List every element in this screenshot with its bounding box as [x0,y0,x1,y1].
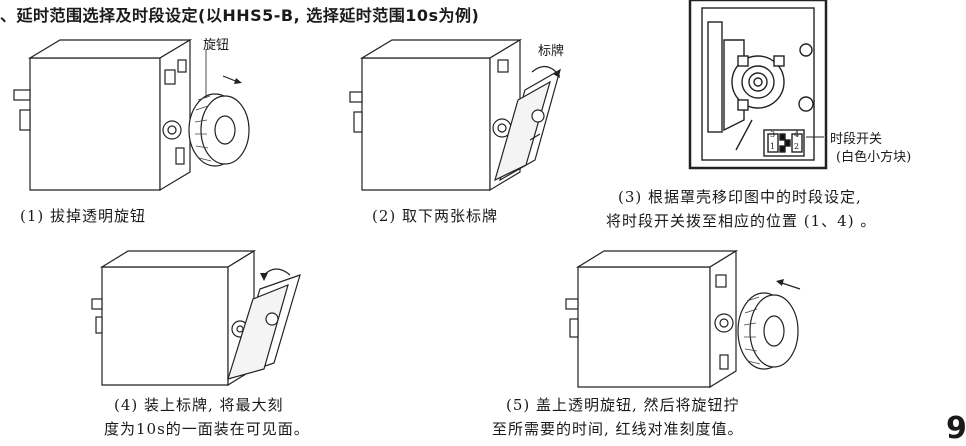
switch-digit-2: 2 [794,142,800,151]
page-number: 9 [946,411,966,446]
switch-digit-4: 4 [794,130,800,139]
switch-digit-1: 1 [770,142,776,151]
time-switch-label: 时段开关 [830,132,883,147]
step2-caption: (2) 取下两张标牌 [372,207,499,225]
step5-caption-line1: (5) 盖上透明旋钮, 然后将旋钮拧 [506,396,740,414]
step5-caption-line2: 至所需要的时间, 红线对准刻度值。 [492,420,744,438]
step3-caption-line2: 将时段开关拨至相应的位置 (1、4) 。 [606,212,877,230]
step1-caption: (1) 拔掉透明旋钮 [20,207,147,225]
figure-step1-relay-remove-knob [13,38,250,192]
figure-step5-relay-attach-knob [565,249,801,389]
figure-step2-relay-remove-plate [349,38,561,192]
step4-caption-line1: (4) 装上标牌, 将最大刻 [114,396,284,414]
step3-caption-line1: (3) 根据罩壳移印图中的时段设定, [618,188,862,206]
knob-label: 旋钮 [203,38,230,53]
switch-digit-3: 3 [770,130,776,139]
section-heading: 、延时范围选择及时段设定(以HHS5-B, 选择延时范围10s为例) [0,6,480,25]
figure-step3-front-view-switch [688,0,828,170]
plate-label: 标牌 [538,44,565,59]
time-switch-sublabel: (白色小方块) [836,150,912,165]
figure-step4-relay-install-plate [91,249,301,387]
step4-caption-line2: 度为10s的一面装在可见面。 [104,420,310,438]
